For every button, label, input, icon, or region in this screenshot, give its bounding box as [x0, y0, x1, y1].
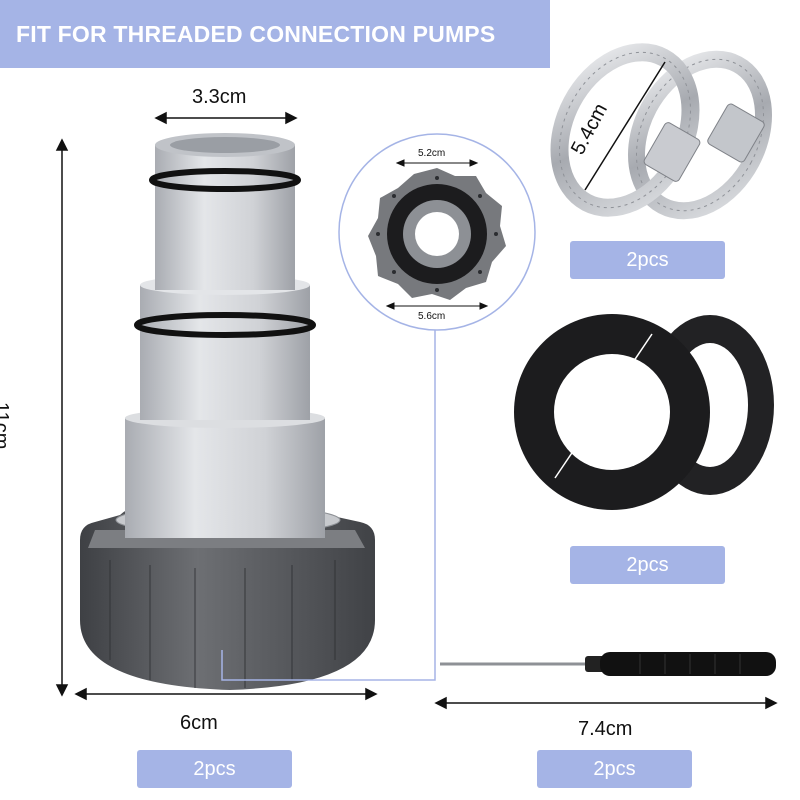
header-title: FIT FOR THREADED CONNECTION PUMPS	[16, 20, 496, 47]
nut-closeup-image	[221, 133, 536, 681]
adapter-top-width-label: 3.3cm	[192, 86, 247, 108]
header-banner: FIT FOR THREADED CONNECTION PUMPS	[0, 0, 550, 68]
screwdriver-length-label: 7.4cm	[578, 718, 633, 740]
hose-adapter-image	[80, 133, 375, 690]
adapter-quantity-badge: 2pcs	[137, 750, 292, 788]
adapter-base-width-label: 6cm	[180, 712, 218, 734]
screwdriver-image	[440, 652, 776, 676]
adapter-dimension-lines	[55, 111, 778, 710]
nut-dimension-lines	[385, 159, 489, 310]
adapter-nut	[80, 505, 375, 690]
nut-outer-label: 5.6cm	[418, 311, 446, 322]
adapter-oring-upper	[149, 168, 301, 192]
screwdriver-quantity-badge: 2pcs	[537, 750, 692, 788]
adapter-height-label: 11cm	[0, 402, 12, 450]
adapter-oring-lower	[134, 312, 316, 338]
nut-inner-label: 5.2cm	[418, 148, 446, 159]
hose-clamps-image	[550, 43, 773, 220]
clamps-quantity-badge: 2pcs	[570, 241, 725, 279]
washers-quantity-badge: 2pcs	[570, 546, 725, 584]
rubber-washers-image	[514, 314, 774, 510]
